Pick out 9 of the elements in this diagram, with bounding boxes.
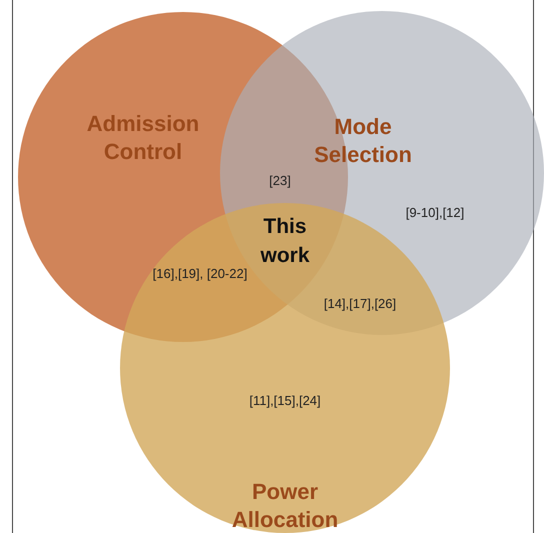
center-label: This work [259, 214, 310, 269]
set-title: Power Allocation [230, 478, 340, 533]
reference-label: [11],[15],[24] [248, 392, 322, 409]
reference-label: [16],[19], [20-22] [152, 265, 248, 282]
reference-label: [14],[17],[26] [322, 295, 398, 312]
reference-label: [23] [268, 172, 292, 189]
set-title: Admission Control [86, 110, 200, 166]
reference-label: [9-10],[12] [404, 204, 466, 221]
set-title: Mode Selection [313, 113, 413, 169]
